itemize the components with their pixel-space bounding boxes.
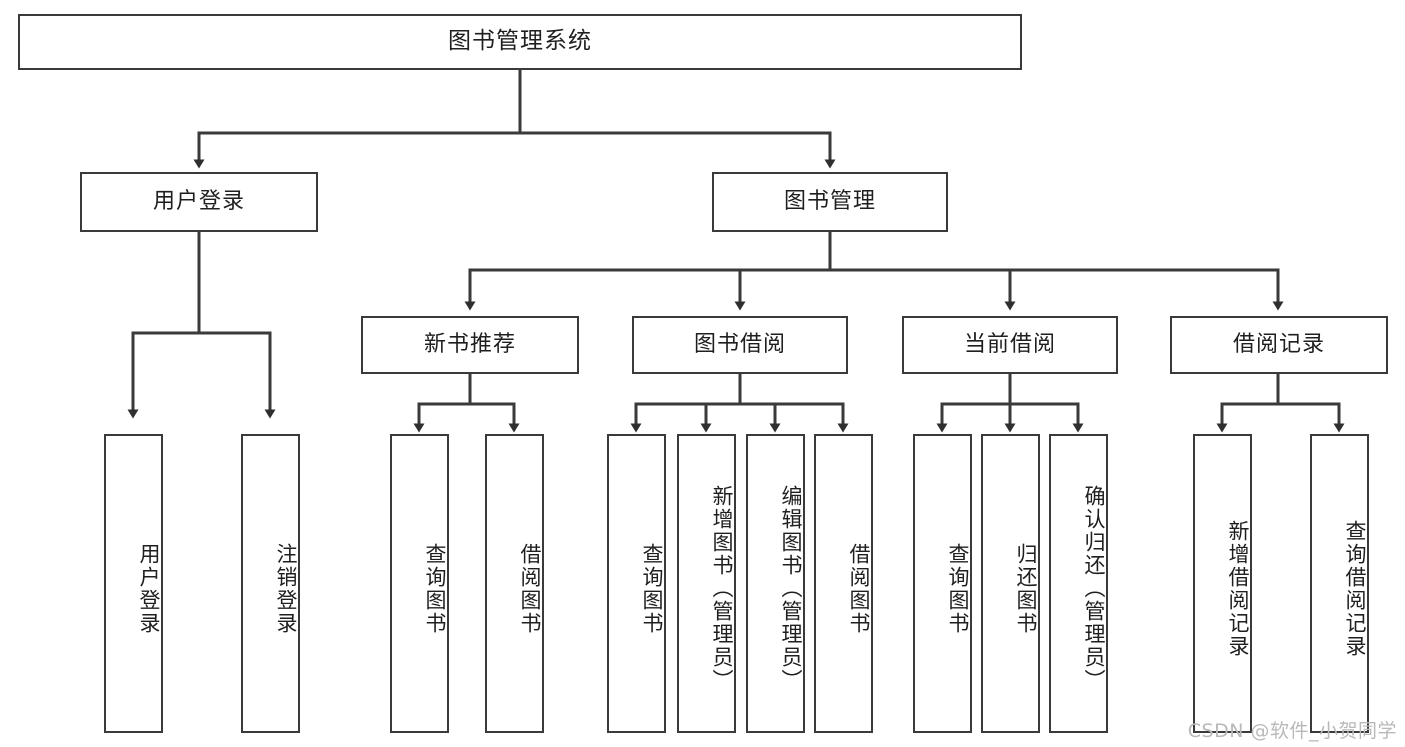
node-leaf-add-book[interactable]: 新增图书（管理员）: [677, 434, 736, 733]
node-label: 新增图书（管理员）: [710, 485, 734, 692]
node-label: 新书推荐: [423, 332, 516, 358]
csdn-watermark: CSDN @软件_小贺同学: [1187, 720, 1397, 742]
node-label: 确认归还（管理员）: [1082, 485, 1106, 692]
node-book-manage[interactable]: 图书管理: [712, 172, 948, 232]
node-label: 借阅图书: [847, 542, 871, 635]
node-label: 图书借阅: [693, 332, 786, 358]
node-label: 查询借阅记录: [1343, 519, 1367, 658]
node-leaf-borrow-book-2[interactable]: 借阅图书: [814, 434, 873, 733]
node-label: 用户登录: [152, 189, 245, 215]
node-leaf-user-login[interactable]: 用户登录: [104, 434, 163, 733]
node-label: 查询图书: [946, 542, 970, 635]
node-label: 注销登录: [274, 542, 298, 635]
node-leaf-confirm-return[interactable]: 确认归还（管理员）: [1049, 434, 1108, 733]
node-label: 用户登录: [137, 542, 161, 635]
node-label: 当前借阅: [963, 332, 1056, 358]
node-root-book-management-system[interactable]: 图书管理系统: [18, 14, 1022, 70]
node-label: 借阅图书: [518, 542, 542, 635]
node-leaf-query-book-2[interactable]: 查询图书: [607, 434, 666, 733]
node-leaf-edit-book[interactable]: 编辑图书（管理员）: [746, 434, 805, 733]
node-book-borrow[interactable]: 图书借阅: [632, 316, 848, 374]
node-current-borrow[interactable]: 当前借阅: [902, 316, 1118, 374]
node-leaf-query-book-3[interactable]: 查询图书: [913, 434, 972, 733]
node-leaf-add-record[interactable]: 新增借阅记录: [1193, 434, 1252, 733]
node-label: 借阅记录: [1232, 332, 1325, 358]
node-label: 图书管理系统: [448, 28, 592, 55]
node-label: 查询图书: [423, 542, 447, 635]
node-leaf-return-book[interactable]: 归还图书: [981, 434, 1040, 733]
node-leaf-borrow-book-1[interactable]: 借阅图书: [485, 434, 544, 733]
node-user-login[interactable]: 用户登录: [80, 172, 318, 232]
node-leaf-logout[interactable]: 注销登录: [241, 434, 300, 733]
node-new-book-recommend[interactable]: 新书推荐: [361, 316, 579, 374]
node-leaf-query-book-1[interactable]: 查询图书: [390, 434, 449, 733]
node-label: 新增借阅记录: [1226, 519, 1250, 658]
node-label: 查询图书: [640, 542, 664, 635]
node-label: 归还图书: [1014, 542, 1038, 635]
node-label: 图书管理: [783, 189, 876, 215]
node-leaf-query-record[interactable]: 查询借阅记录: [1310, 434, 1369, 733]
node-label: 编辑图书（管理员）: [779, 485, 803, 692]
node-borrow-record[interactable]: 借阅记录: [1170, 316, 1388, 374]
